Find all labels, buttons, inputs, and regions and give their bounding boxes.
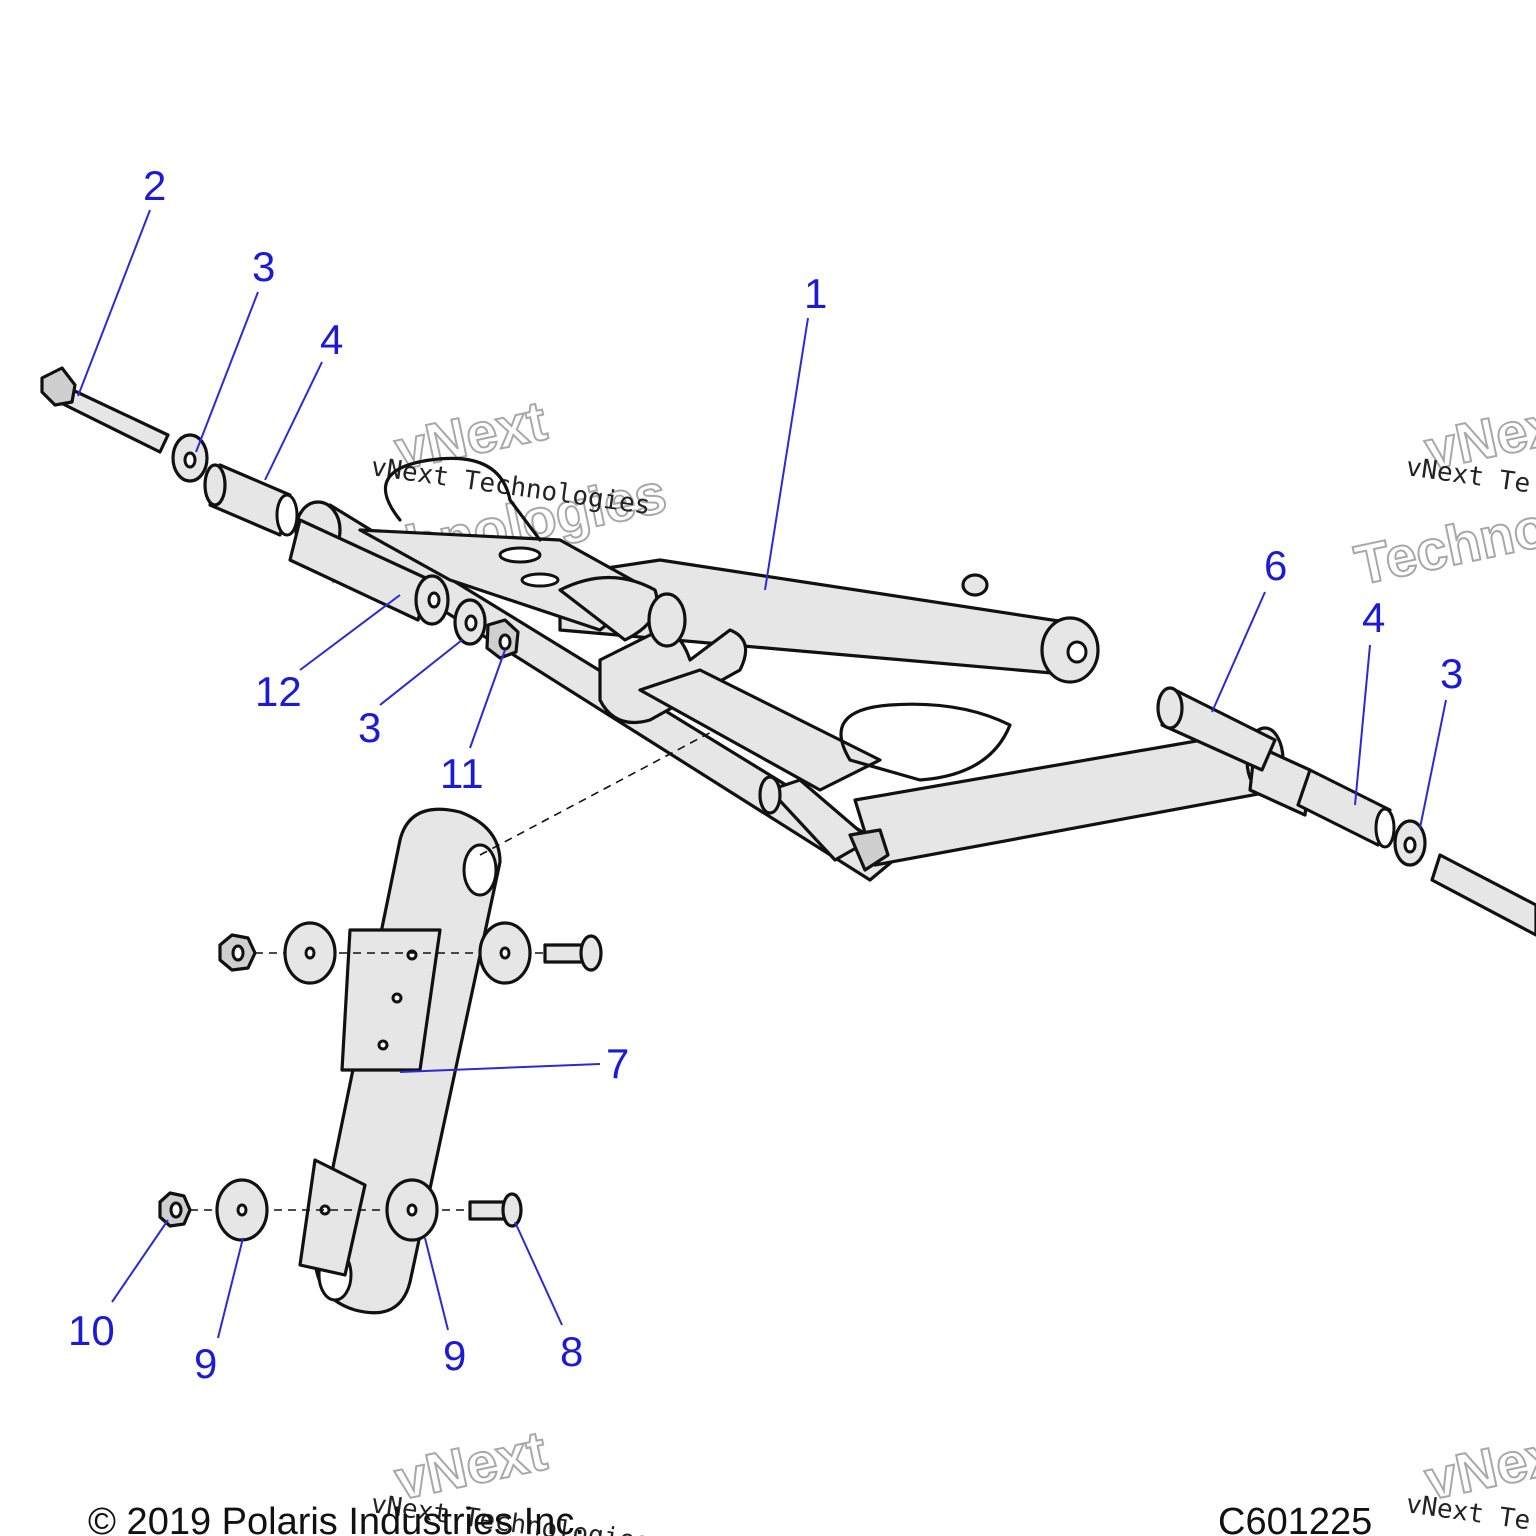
strap-hole-2 — [391, 992, 403, 1004]
lower-washer-9-left-hole — [236, 1203, 248, 1217]
a-arm-assembly — [294, 456, 1312, 882]
bushing-4-right-bore — [1374, 807, 1396, 849]
nut-11-hole — [498, 633, 512, 651]
callout-9: 9 — [194, 1340, 217, 1387]
lower-end-nut — [848, 828, 890, 872]
washer-3-left-hole — [183, 451, 197, 469]
gusset-slot — [558, 576, 659, 642]
bolt-right-shaft — [1430, 853, 1536, 937]
upper-bolt-head — [579, 934, 603, 972]
leader-lines — [77, 209, 1447, 1339]
leader-11 — [469, 649, 506, 749]
strap-upper-plate — [340, 928, 442, 1072]
upper-fastener-row — [218, 921, 603, 985]
leader-3c — [1419, 699, 1447, 829]
lower-bolt-8-head — [501, 1192, 523, 1228]
leader-4a — [264, 361, 323, 481]
upper-arm-stud — [961, 573, 989, 597]
gusset-hole-1 — [498, 546, 542, 564]
upper-loop — [383, 456, 542, 542]
callout-11: 11 — [440, 750, 484, 797]
leader-12 — [299, 594, 401, 671]
pivot-tube-12 — [288, 518, 432, 622]
callout-1: 1 — [804, 270, 827, 317]
callout-4: 4 — [1362, 594, 1385, 641]
leader-4b — [1354, 644, 1371, 806]
pivot-tube-12-hole — [427, 591, 441, 609]
bracket-ear — [647, 592, 687, 648]
lower-end-washer — [758, 775, 782, 815]
watermark: vNext Technologies vNext Technologies vN… — [308, 387, 1536, 1536]
pivot-tube-6-end — [1156, 686, 1184, 730]
right-hardware — [1156, 686, 1536, 937]
upper-arm-end-hole — [1066, 640, 1088, 664]
callout-7: 7 — [606, 1040, 629, 1087]
gusset-hole-2 — [520, 572, 560, 588]
leader-9a — [217, 1237, 244, 1339]
lower-loop — [839, 702, 1012, 782]
callout-12: 12 — [255, 668, 302, 715]
callout-2: 2 — [143, 162, 166, 209]
leader-6 — [1211, 591, 1266, 713]
copyright-text: © 2019 Polaris Industries Inc. — [88, 1501, 585, 1536]
upper-washer-left-hole — [304, 946, 316, 960]
callout-4: 4 — [320, 316, 343, 363]
washer-3-mid-hole — [464, 614, 478, 632]
leader-3a — [195, 291, 259, 453]
callout-3: 3 — [252, 243, 275, 290]
leader-2 — [77, 209, 151, 397]
callouts: 2 3 4 1 12 3 11 6 4 3 7 10 9 9 8 — [68, 162, 1463, 1387]
bolt-head — [40, 366, 77, 407]
callout-10: 10 — [68, 1307, 115, 1354]
lower-washer-9-right-hole — [406, 1203, 418, 1217]
callout-9: 9 — [443, 1332, 466, 1379]
upper-washer-right-hole — [499, 946, 511, 960]
bushing-4-left-end — [203, 463, 227, 507]
leader-3b — [379, 639, 463, 706]
callout-8: 8 — [560, 1328, 583, 1375]
leader-10 — [111, 1219, 169, 1303]
lower-nut-10-hole — [169, 1201, 183, 1219]
drawing-number: C601225 — [1218, 1501, 1372, 1536]
leader-1 — [764, 317, 809, 591]
bushing-4-left-bore — [275, 493, 299, 537]
washer-3-right-hole — [1403, 836, 1417, 854]
strap-lower-plate — [298, 1158, 367, 1277]
callout-3: 3 — [358, 704, 381, 751]
left-hardware — [40, 366, 520, 660]
leader-7 — [399, 1063, 601, 1073]
leader-8 — [514, 1221, 563, 1326]
link-strap — [298, 729, 716, 1315]
callout-6: 6 — [1264, 542, 1287, 589]
leader-9b — [424, 1237, 449, 1331]
strap-top-eye — [462, 843, 498, 897]
bushing-4-right — [1296, 768, 1392, 847]
upper-nut-hole — [231, 944, 245, 962]
lower-tube-inner — [638, 668, 882, 792]
lower-fastener-row — [158, 1178, 523, 1242]
assembly-line-strap — [479, 729, 716, 856]
callout-3: 3 — [1440, 650, 1463, 697]
strap-hole-3 — [377, 1039, 389, 1051]
